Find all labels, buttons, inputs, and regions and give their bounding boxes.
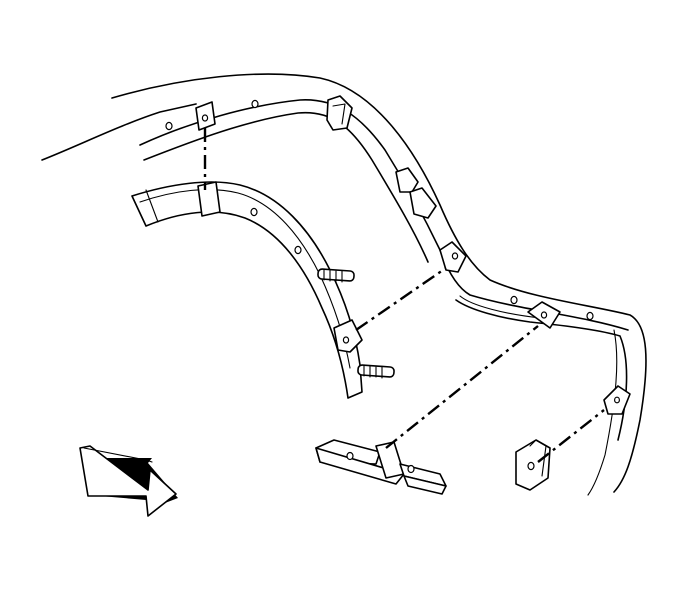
alignment-leader-lines bbox=[203, 128, 605, 463]
direction-arrow-icon bbox=[79, 445, 178, 517]
bumper-fascia bbox=[41, 73, 647, 496]
flare-stud-lower bbox=[357, 364, 395, 379]
wheel-opening-flare bbox=[131, 181, 363, 399]
flare-stud-upper bbox=[317, 268, 355, 283]
end-retainer-clip bbox=[515, 439, 551, 491]
fascia-support-bracket bbox=[315, 439, 447, 495]
